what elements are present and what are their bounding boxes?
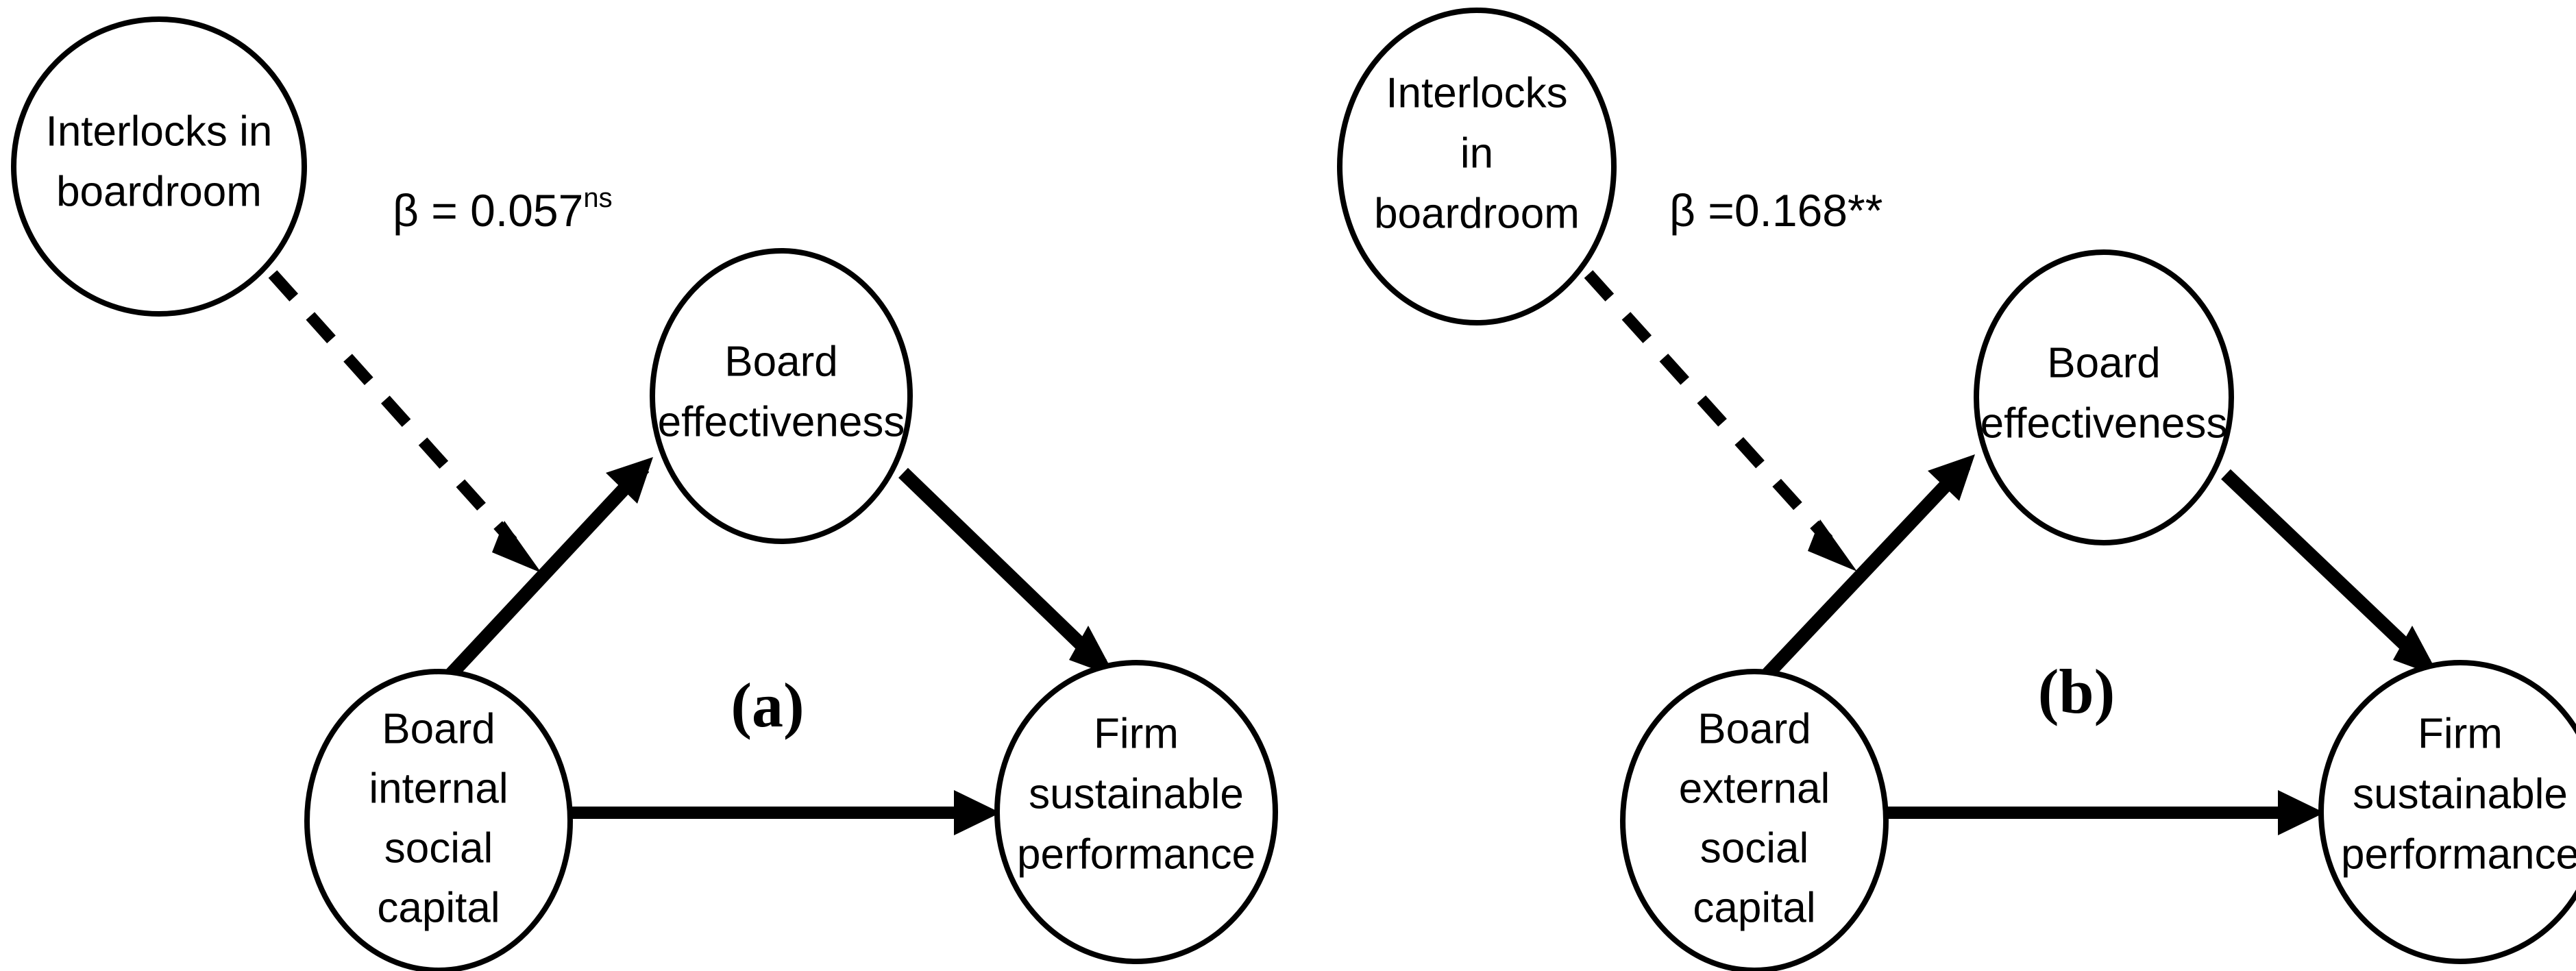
node-ellipse — [1337, 8, 1617, 325]
node-b-firm-sustainable-performance[interactable]: Firm sustainable performance — [2318, 660, 2576, 964]
node-label-line-1: Board — [382, 705, 495, 752]
edge-line — [898, 467, 1107, 670]
panel-letter-b: (b) — [2038, 656, 2115, 726]
node-ellipse — [1620, 669, 1889, 971]
node-ellipse — [650, 248, 913, 544]
edge-line-dashed — [1584, 270, 1833, 544]
node-label-line-3: social — [384, 824, 493, 872]
node-label-line-2: internal — [369, 765, 508, 812]
node-label-line-2: external — [1679, 765, 1830, 812]
node-ellipse — [2318, 660, 2576, 964]
node-label-line-1: Firm — [1094, 710, 1179, 757]
node-label-line-2: effectiveness — [658, 398, 905, 445]
edge-line-dashed — [268, 270, 517, 545]
arrowhead-icon — [606, 457, 653, 504]
coefficient-label-a: β = 0.057ns — [393, 183, 613, 236]
panel-b: Interlocks in boardroom Board effectiven… — [1337, 8, 2576, 971]
panel-a: Interlocks in boardroom Board effectiven… — [11, 16, 1278, 971]
node-label-line-1: Interlocks — [1386, 69, 1567, 116]
node-ellipse — [304, 669, 573, 971]
node-b-board-effectiveness[interactable]: Board effectiveness — [1974, 249, 2234, 545]
coefficient-significance-a: ns — [583, 183, 612, 213]
edge-a-capital-to-performance — [572, 790, 1001, 835]
node-b-board-external-social-capital[interactable]: Board external social capital — [1620, 669, 1889, 971]
node-label-line-3: social — [1700, 824, 1809, 872]
arrowhead-icon — [954, 790, 1001, 835]
coefficient-value-b: β =0.168** — [1669, 185, 1882, 236]
arrowhead-icon — [1928, 454, 1975, 501]
node-label-line-1: Board — [724, 338, 837, 385]
node-label-line-2: in — [1460, 130, 1493, 177]
node-a-interlocks[interactable]: Interlocks in boardroom — [11, 16, 307, 317]
node-a-board-internal-social-capital[interactable]: Board internal social capital — [304, 669, 573, 971]
node-label-line-4: capital — [377, 884, 500, 931]
node-a-board-effectiveness[interactable]: Board effectiveness — [650, 248, 913, 544]
coefficient-label-b: β =0.168** — [1669, 185, 1882, 236]
edge-a-capital-to-effectiveness — [445, 457, 653, 680]
node-a-firm-sustainable-performance[interactable]: Firm sustainable performance — [994, 660, 1278, 964]
node-label-line-2: boardroom — [56, 168, 262, 215]
edge-a-interlocks-to-path — [268, 270, 541, 573]
arrowhead-icon — [492, 521, 541, 573]
node-label-line-1: Board — [1697, 705, 1811, 752]
node-ellipse — [11, 16, 307, 317]
node-ellipse — [1974, 249, 2234, 545]
node-label-line-4: capital — [1693, 884, 1815, 931]
node-label-line-3: boardroom — [1374, 190, 1580, 237]
node-label-line-2: sustainable — [2353, 770, 2568, 818]
arrowhead-icon — [2278, 790, 2324, 835]
node-label-line-1: Interlocks in — [46, 108, 273, 155]
edge-line — [2221, 469, 2431, 670]
node-label-line-3: performance — [2341, 831, 2576, 878]
node-label-line-2: sustainable — [1029, 770, 1244, 818]
arrowhead-icon — [1808, 519, 1857, 571]
edge-line — [1761, 460, 1971, 680]
node-b-interlocks[interactable]: Interlocks in boardroom — [1337, 8, 1617, 325]
edge-b-interlocks-to-path — [1584, 270, 1857, 571]
node-label-line-1: Board — [2047, 339, 2160, 386]
edge-b-capital-to-performance — [1887, 790, 2324, 835]
coefficient-value-a: β = 0.057 — [393, 185, 583, 236]
node-label-line-2: effectiveness — [1980, 400, 2228, 447]
panel-letter-a: (a) — [731, 670, 804, 740]
edge-line — [445, 463, 650, 680]
edge-b-capital-to-effectiveness — [1761, 454, 1975, 680]
node-label-line-3: performance — [1017, 831, 1255, 878]
node-label-line-1: Firm — [2418, 710, 2503, 757]
node-ellipse — [994, 660, 1278, 964]
